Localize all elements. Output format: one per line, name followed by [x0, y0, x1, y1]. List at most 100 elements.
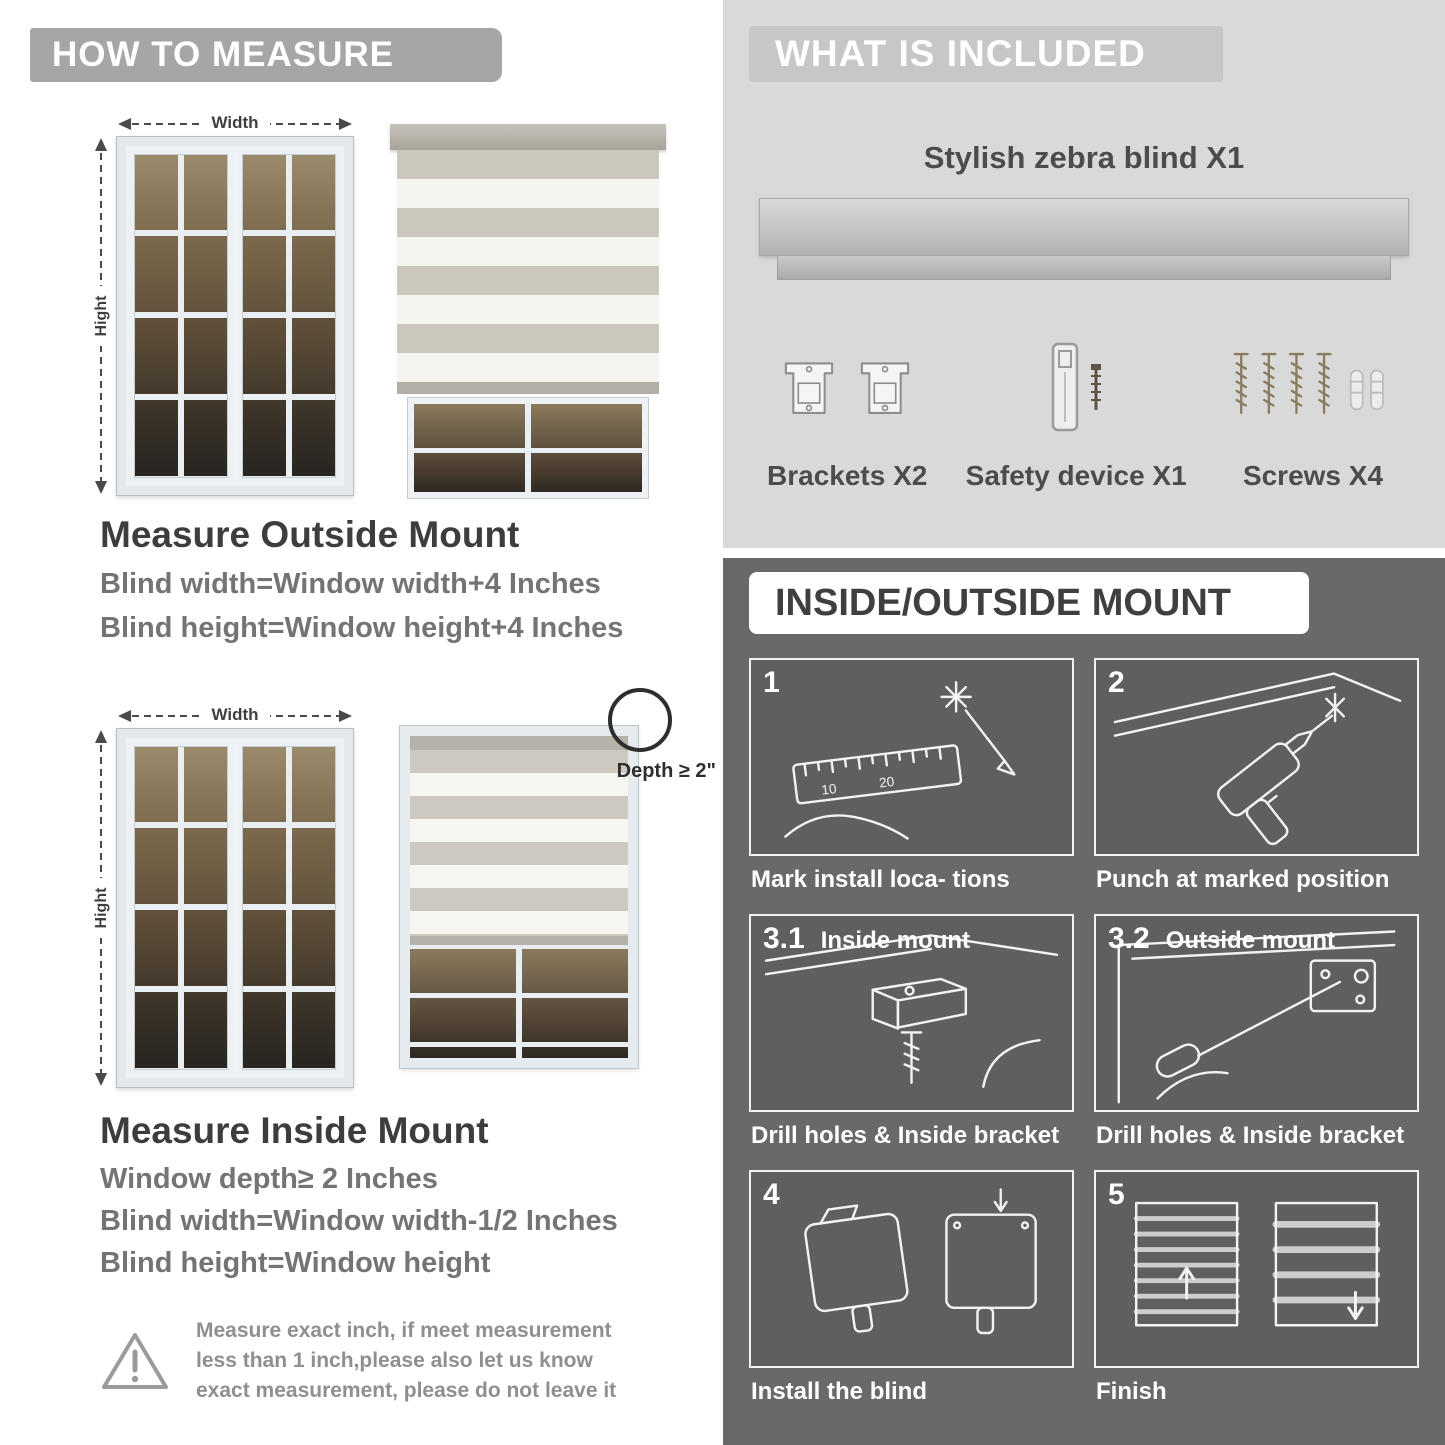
inside-mount-title: Measure Inside Mount [100, 1110, 489, 1151]
window-below-blind [407, 397, 649, 499]
window-diagram-outside: Width Hight [88, 108, 354, 498]
step-2-caption: Punch at marked position [1096, 866, 1390, 893]
step-5: 5 [1094, 1170, 1419, 1426]
mount-instructions-section: INSIDE/OUTSIDE MOUNT 1 [723, 558, 1445, 1445]
finish-illustration [1133, 1201, 1381, 1327]
zebra-blind-outside-illustration [390, 124, 666, 499]
blind-headrail [410, 736, 628, 750]
included-items-row: Brackets X2 Safety device X1 [767, 326, 1401, 492]
step-number: 5 [1108, 1178, 1125, 1211]
bracket-icon [861, 362, 910, 414]
window-panes-below [410, 945, 628, 1058]
window-photo-illustration [116, 136, 354, 496]
step-number: 4 [763, 1178, 780, 1211]
mount-section-title: INSIDE/OUTSIDE MOUNT [775, 582, 1232, 624]
outside-height-rule: Blind height=Window height+4 Inches [100, 612, 624, 644]
step-4: 4 [749, 1170, 1074, 1426]
zebra-blind-inside-illustration: Depth ≥ 2" [399, 688, 716, 1088]
step-1: 1 1 [749, 658, 1074, 914]
outside-mount-diagrams: Width Hight [88, 108, 666, 499]
what-is-included-title: WHAT IS INCLUDED [775, 33, 1146, 74]
screws-icon [1233, 352, 1384, 415]
step-3-2-panel: 3.2 Outside mount [1094, 914, 1419, 1112]
step-number: 3.2 [1108, 922, 1150, 955]
window-sash-right [237, 741, 341, 1075]
step-3-1-head: 3.1 Inside mount [763, 922, 1060, 956]
height-arrow: Hight [90, 138, 112, 494]
step-number: 3.1 [763, 922, 805, 955]
step-number: 1 [763, 666, 780, 699]
outside-mount-title: Measure Outside Mount [100, 514, 520, 555]
included-item-safety-device: Safety device X1 [966, 326, 1187, 492]
how-to-measure-section: HOW TO MEASURE Width Hight [30, 28, 716, 1406]
mount-section-header: INSIDE/OUTSIDE MOUNT [749, 572, 1309, 634]
step-4-caption: Install the blind [751, 1378, 928, 1405]
inside-height-rule: Blind height=Window height [100, 1247, 491, 1279]
brackets-icons [776, 326, 918, 452]
width-arrow: Width [118, 110, 352, 133]
height-arrow-label: Hight [93, 295, 110, 337]
window-sashes [126, 146, 344, 486]
window-sash-left [129, 149, 233, 483]
outside-mount-instructions: Blind width=Window width+4 Inches Blind … [100, 562, 623, 650]
step-label: Inside mount [820, 927, 971, 954]
what-is-included-section: WHAT IS INCLUDED Stylish zebra blind X1 [723, 0, 1445, 548]
how-to-measure-title: HOW TO MEASURE [52, 35, 394, 74]
warning-triangle-icon [102, 1333, 168, 1389]
window-diagram-inside: Width Hight [88, 700, 354, 1088]
included-item-brackets: Brackets X2 [767, 326, 927, 492]
width-arrow-label: Width [211, 113, 258, 132]
step-5-head: 5 [1108, 1178, 1405, 1212]
inside-mounted-window [399, 725, 639, 1069]
step-label: Outside mount [1165, 927, 1336, 954]
headrail-illustration [759, 198, 1409, 280]
step-1-head: 1 [763, 666, 1060, 700]
svg-text:20: 20 [878, 774, 895, 791]
step-2-head: 2 [1108, 666, 1405, 700]
depth-label: Depth ≥ 2" [616, 760, 716, 782]
drill-illustration [1113, 672, 1402, 846]
inside-mount-instructions: Window depth≥ 2 Inches Blind width=Windo… [100, 1158, 618, 1284]
window-sash-right [237, 149, 341, 483]
safety-device-icon [1051, 342, 1102, 432]
blind-bottomrail [410, 936, 628, 945]
right-column: WHAT IS INCLUDED Stylish zebra blind X1 [723, 0, 1445, 1445]
step-3-1-panel: 3.1 Inside mount [749, 914, 1074, 1112]
step-4-panel: 4 [749, 1170, 1074, 1368]
how-to-measure-header: HOW TO MEASURE [30, 28, 502, 82]
step-3-2: 3.2 Outside mount [1094, 914, 1419, 1170]
screws-icons [1225, 326, 1401, 452]
safety-device-label: Safety device X1 [965, 460, 1187, 491]
step-2: 2 [1094, 658, 1419, 914]
inside-depth-rule: Window depth≥ 2 Inches [100, 1163, 438, 1195]
inside-bracket-illustration [764, 934, 1059, 1088]
inside-width-rule: Blind width=Window width-1/2 Inches [100, 1205, 618, 1237]
headrail-top-bar [759, 198, 1409, 256]
height-arrow: Hight [90, 730, 112, 1086]
outside-width-rule: Blind width=Window width+4 Inches [100, 568, 601, 600]
inside-mount-diagrams: Width Hight [88, 688, 716, 1088]
step-3-1: 3.1 Inside mount [749, 914, 1074, 1170]
measure-note-text: Measure exact inch, if meet measurement … [196, 1319, 617, 1402]
step-3-2-caption: Drill holes & Inside bracket [1096, 1122, 1405, 1149]
step-2-panel: 2 [1094, 658, 1419, 856]
measure-note: Measure exact inch, if meet measurement … [100, 1316, 660, 1406]
install-blind-illustration [804, 1188, 1037, 1335]
safety-device-icons [1035, 326, 1117, 452]
what-is-included-header: WHAT IS INCLUDED [749, 26, 1223, 82]
blind-stripes [397, 150, 659, 382]
step-5-caption: Finish [1096, 1378, 1167, 1405]
headrail-valance-bar [777, 256, 1391, 280]
step-1-panel: 1 1 [749, 658, 1074, 856]
screws-label: Screws X4 [1242, 460, 1384, 491]
mount-steps-grid: 1 1 [749, 658, 1419, 1426]
product-title: Stylish zebra blind X1 [923, 140, 1245, 175]
step-number: 2 [1108, 666, 1125, 699]
window-photo-illustration [116, 728, 354, 1088]
step-3-2-head: 3.2 Outside mount [1108, 922, 1405, 956]
window-sashes [126, 738, 344, 1078]
outside-bracket-illustration [1117, 930, 1396, 1104]
bracket-icon [785, 362, 834, 414]
blind-bottomrail [397, 382, 659, 394]
